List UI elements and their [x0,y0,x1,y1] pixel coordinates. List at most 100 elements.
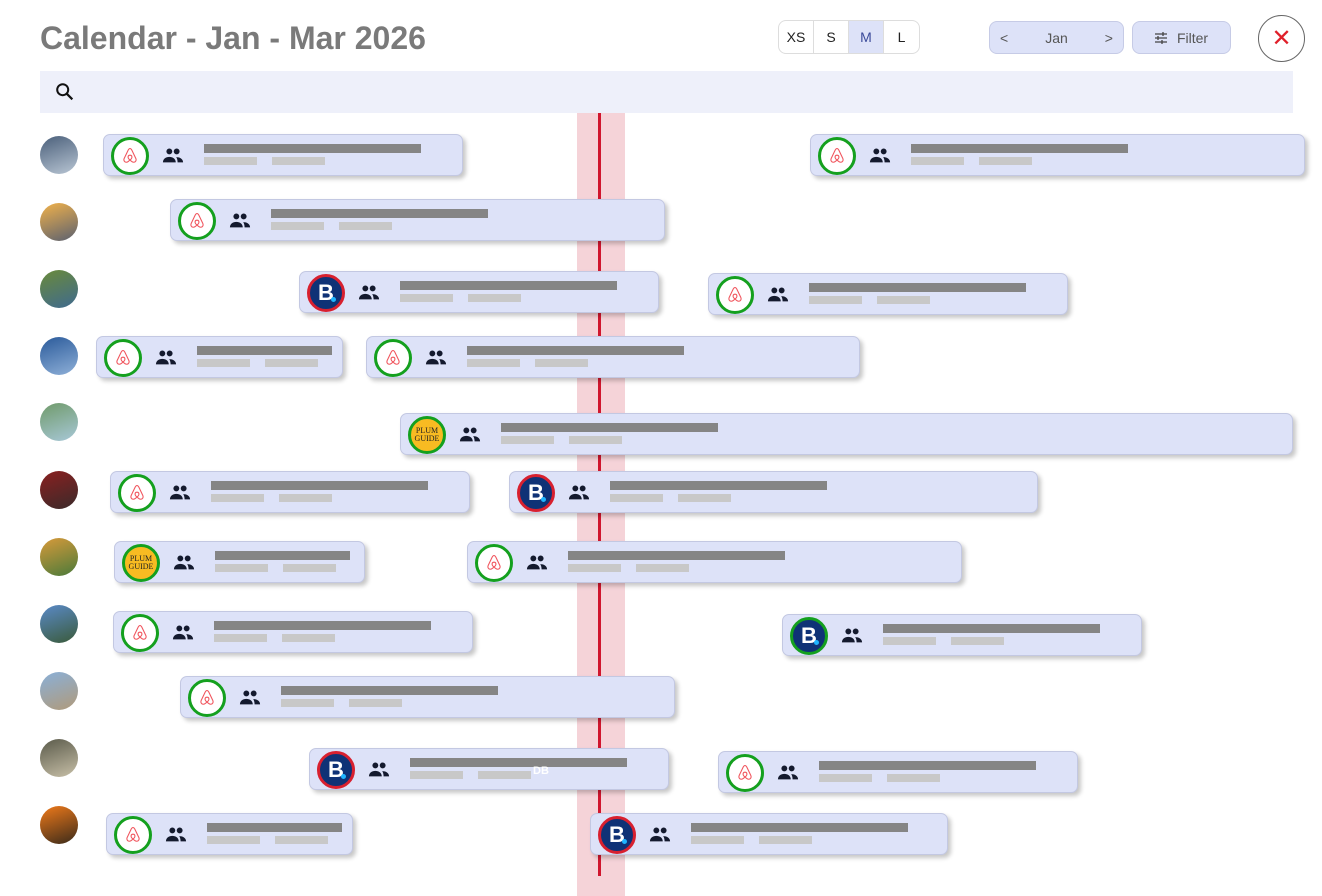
booking-card[interactable] [110,471,470,513]
airbnb-logo-icon [716,276,754,314]
booking-title-placeholder [211,481,428,490]
size-l-button[interactable]: L [897,29,906,45]
booking-card[interactable]: B [590,813,948,855]
booking-detail-placeholder [279,494,332,502]
guests-icon [366,759,392,786]
booking-title-placeholder [467,346,684,355]
booking-title-placeholder [568,551,785,560]
booking-card[interactable] [170,199,665,241]
booking-date-placeholder [400,294,453,302]
guests-icon [867,145,893,172]
booking-date-placeholder [281,699,334,707]
booking-title-placeholder [691,823,908,832]
booking-detail-placeholder [887,774,940,782]
airbnb-logo-icon [475,544,513,582]
booking-title-placeholder [215,551,350,560]
booking-detail-placeholder [468,294,521,302]
page-title: Calendar - Jan - Mar 2026 [40,20,426,56]
airbnb-logo-icon [188,679,226,717]
booking-card[interactable] [96,336,343,378]
booking-detail-placeholder [272,157,325,165]
host-avatar[interactable] [40,806,78,844]
host-avatar[interactable] [40,136,78,174]
booking-title-placeholder [883,624,1100,633]
booking-card[interactable]: B [509,471,1038,513]
host-avatar[interactable] [40,403,78,441]
airbnb-logo-icon [118,474,156,512]
booking-card[interactable] [718,751,1078,793]
guests-icon [171,552,197,579]
booking-card[interactable]: PLUM GUIDE [114,541,365,583]
booking-card[interactable] [708,273,1068,315]
host-avatar[interactable] [40,672,78,710]
booking-title-placeholder [911,144,1128,153]
booking-detail-placeholder [349,699,402,707]
booking-card[interactable]: B [782,614,1142,656]
size-m-button[interactable]: M [849,21,884,53]
booking-logo-icon: B [517,474,555,512]
guests-icon [457,424,483,451]
close-button[interactable]: ✕ [1258,15,1305,62]
booking-date-placeholder [568,564,621,572]
booking-date-placeholder [410,771,463,779]
airbnb-logo-icon [121,614,159,652]
host-avatar[interactable] [40,739,78,777]
booking-detail-placeholder [478,771,531,779]
booking-card[interactable]: PLUM GUIDE [400,413,1293,455]
month-selector: < Jan > [989,21,1124,54]
booking-title-placeholder [819,761,1036,770]
host-avatar[interactable] [40,471,78,509]
booking-card[interactable] [103,134,463,176]
search-bar[interactable] [40,71,1293,113]
guests-icon [237,687,263,714]
guests-icon [524,552,550,579]
marker-label: DB [533,765,549,777]
guests-icon [765,284,791,311]
prev-month-button[interactable]: < [1000,29,1009,46]
booking-title-placeholder [271,209,488,218]
booking-logo-icon: B [317,751,355,789]
host-avatar[interactable] [40,270,78,308]
sliders-icon [1154,31,1167,44]
guests-icon [423,347,449,374]
booking-card[interactable] [180,676,675,718]
booking-card[interactable] [106,813,353,855]
booking-detail-placeholder [759,836,812,844]
guests-icon [647,824,673,851]
next-month-button[interactable]: > [1104,29,1113,46]
booking-logo-icon: B [307,274,345,312]
size-s-button[interactable]: S [814,21,849,53]
booking-detail-placeholder [877,296,930,304]
booking-detail-placeholder [636,564,689,572]
booking-card[interactable] [113,611,473,653]
host-avatar[interactable] [40,337,78,375]
booking-detail-placeholder [678,494,731,502]
size-xs-button[interactable]: XS [779,21,814,53]
airbnb-logo-icon [111,137,149,175]
search-icon [56,83,74,101]
guests-icon [163,824,189,851]
booking-card[interactable] [810,134,1305,176]
booking-detail-placeholder [339,222,392,230]
booking-date-placeholder [467,359,520,367]
plum-logo-icon: PLUM GUIDE [122,544,160,582]
airbnb-logo-icon [104,339,142,377]
plum-logo-icon: PLUM GUIDE [408,416,446,454]
booking-title-placeholder [204,144,421,153]
booking-title-placeholder [410,758,627,767]
filter-button[interactable]: Filter [1132,21,1231,54]
booking-title-placeholder [207,823,342,832]
guests-icon [167,482,193,509]
airbnb-logo-icon [726,754,764,792]
host-avatar[interactable] [40,538,78,576]
booking-date-placeholder [197,359,250,367]
booking-card[interactable]: B [309,748,669,790]
booking-card[interactable]: B [299,271,659,313]
booking-date-placeholder [809,296,862,304]
booking-card[interactable] [467,541,962,583]
booking-detail-placeholder [569,436,622,444]
host-avatar[interactable] [40,203,78,241]
host-avatar[interactable] [40,605,78,643]
booking-card[interactable] [366,336,860,378]
booking-title-placeholder [809,283,1026,292]
